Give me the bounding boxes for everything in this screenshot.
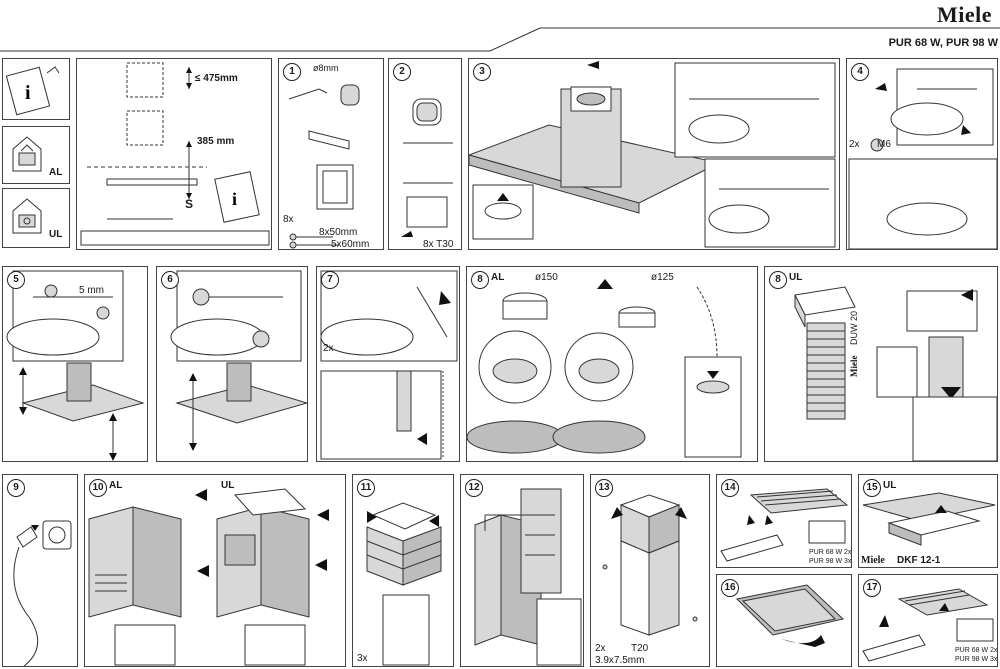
step-11-number: 11 — [357, 479, 375, 497]
step-4-nut-size: M6 — [877, 139, 891, 150]
dimension-panel: i ≤ 475mm 385 mm S — [76, 58, 272, 250]
step-8-diameter-1: ø150 — [535, 272, 558, 283]
step-10-panel: 10 AL UL — [84, 474, 346, 667]
step-15-number: 15 — [863, 479, 881, 497]
step-8-al-number: 8 — [471, 271, 489, 289]
step-1-screw1: 8x50mm — [319, 227, 358, 238]
step-5-gap: 5 mm — [79, 285, 104, 296]
al-panel: AL — [2, 126, 70, 184]
al-label: AL — [49, 167, 63, 178]
step-2-panel: 2 8x T30 — [388, 58, 462, 250]
step-5-panel: 5 5 mm — [2, 266, 148, 462]
step-7-panel: 7 2x — [316, 266, 460, 462]
step-13-qty: 2x — [595, 643, 606, 654]
step-11-panel: 11 3x — [352, 474, 454, 667]
step-12-panel: 12 — [460, 474, 584, 667]
step-9-panel: 9 — [2, 474, 78, 667]
ul-panel: UL — [2, 188, 70, 248]
step-6-panel: 6 — [156, 266, 308, 462]
step-17-number: 17 — [863, 579, 881, 597]
step-3-number: 3 — [473, 63, 491, 81]
dim-top-label: ≤ 475mm — [195, 73, 238, 84]
step-13-panel: 13 2x T20 3.9x7.5mm — [590, 474, 710, 667]
step-3-panel: 3 — [468, 58, 840, 250]
step-8-ul-brand: Miele — [849, 355, 859, 378]
step-10-ul: UL — [221, 480, 235, 491]
step-6-number: 6 — [161, 271, 179, 289]
step-1-number: 1 — [283, 63, 301, 81]
step-16-panel: 16 — [716, 574, 852, 667]
step-8-diameter-2: ø125 — [651, 272, 674, 283]
step-4-panel: 4 2x M6 — [846, 58, 998, 250]
step-1-screw2: 5x60mm — [331, 239, 370, 250]
step-8-al-mode: AL — [491, 272, 505, 283]
step-12-number: 12 — [465, 479, 483, 497]
step-7-qty: 2x — [323, 343, 334, 354]
step-8-ul-model: DUW 20 — [849, 310, 859, 345]
step-14-note2: PUR 98 W 3x — [809, 558, 852, 565]
step-15-brand: Miele — [861, 555, 885, 566]
step-5-number: 5 — [7, 271, 25, 289]
step-9-number: 9 — [7, 479, 25, 497]
step-15-panel: 15 UL Miele DKF 12-1 — [858, 474, 998, 568]
step-1-diameter: ø8mm — [313, 63, 339, 73]
step-2-number: 2 — [393, 63, 411, 81]
step-1-qty: 8x — [283, 214, 294, 225]
step-15-mode: UL — [883, 480, 897, 491]
svg-text:i: i — [232, 189, 237, 209]
step-14-note1: PUR 68 W 2x — [809, 549, 852, 556]
step-10-al: AL — [109, 480, 123, 491]
step-8-ul-number: 8 — [769, 271, 787, 289]
step-4-nut-qty: 2x — [849, 139, 860, 150]
step-14-panel: 14 PUR 68 W 2x PUR 98 W 3x — [716, 474, 852, 568]
s-label: S — [185, 197, 194, 211]
step-16-number: 16 — [721, 579, 739, 597]
step-8-al-panel: 8 AL ø150 ø125 — [466, 266, 758, 462]
step-15-model: DKF 12-1 — [897, 555, 941, 566]
step-2-bits: 8x T30 — [423, 239, 454, 250]
step-1-panel: 1 ø8mm 8x 8x50mm 5x60mm — [278, 58, 384, 250]
step-13-screw: 3.9x7.5mm — [595, 655, 645, 666]
brand-logo: Miele — [936, 2, 992, 27]
svg-text:i: i — [25, 82, 31, 104]
step-17-note2: PUR 98 W 3x — [955, 656, 998, 663]
step-14-number: 14 — [721, 479, 739, 497]
ul-label: UL — [49, 229, 63, 240]
step-4-number: 4 — [851, 63, 869, 81]
step-17-panel: 17 PUR 68 W 2x PUR 98 W 3x — [858, 574, 998, 667]
dim-mid-label: 385 mm — [197, 136, 235, 147]
model-title: PUR 68 W, PUR 98 W — [888, 37, 998, 49]
step-8-ul-panel: 8 UL Miele DUW 20 — [764, 266, 998, 462]
step-13-bit: T20 — [631, 643, 649, 654]
step-13-number: 13 — [595, 479, 613, 497]
info-panel: i — [2, 58, 70, 120]
step-10-number: 10 — [89, 479, 107, 497]
step-11-qty: 3x — [357, 653, 368, 664]
step-8-ul-mode: UL — [789, 272, 803, 283]
step-7-number: 7 — [321, 271, 339, 289]
step-17-note1: PUR 68 W 2x — [955, 647, 998, 654]
